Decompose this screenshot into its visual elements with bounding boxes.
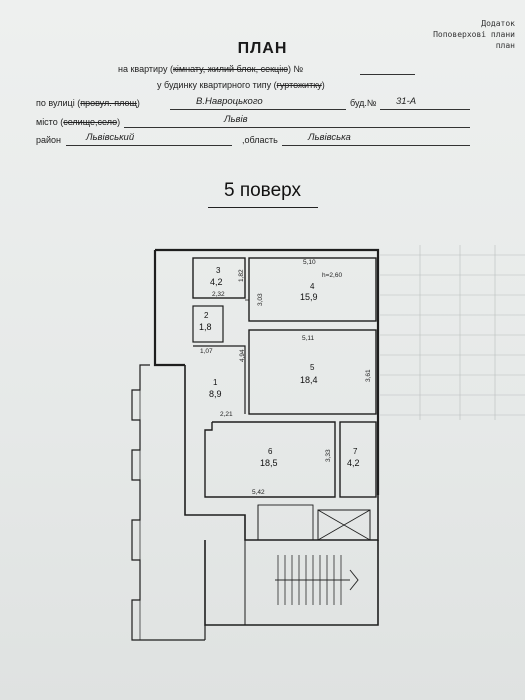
street-label-suffix: ) (136, 98, 140, 108)
city-value: Львів (224, 114, 248, 125)
header-line3: план (495, 41, 515, 50)
header-line2: Поповерхові плани (433, 30, 515, 39)
room5-number: 5 (310, 363, 315, 372)
room4-number: 4 (310, 282, 315, 291)
city-label-struck: селище,село (63, 117, 118, 127)
city-label-suffix: ) (117, 117, 121, 127)
sub1-struck: кімнату, жилий блок, секцію (172, 64, 288, 74)
dimension-labels: 5,10 h=2,60 1,82 2,32 3,03 5,11 1,07 4,9… (200, 259, 372, 496)
floor-title: 5 поверх (223, 180, 301, 201)
sub1-suffix: ) № (287, 64, 304, 74)
street-label-struck: провул. площ (80, 98, 137, 108)
sub2-prefix: у будинку квартирного типу ( (157, 80, 277, 90)
dim-107: 1,07 (200, 348, 213, 355)
room1-area: 8,9 (209, 389, 222, 399)
stairs (275, 555, 359, 605)
dim-361: 3,61 (365, 369, 372, 382)
dim-511: 5,11 (302, 335, 315, 342)
dim-303: 3,03 (257, 293, 264, 306)
city-label: місто (селище,село) (36, 117, 120, 127)
dim-182: 1,82 (238, 269, 245, 282)
building-value: 31-А (396, 96, 417, 107)
left-facade (131, 364, 206, 641)
street-line (170, 109, 346, 110)
room2-number: 2 (204, 311, 209, 320)
room5-area: 18,4 (300, 375, 318, 385)
room-labels: 3 4,2 4 15,9 2 1,8 5 18,4 1 8,9 6 18,5 7… (199, 266, 360, 468)
building-label: буд.№ (350, 98, 377, 108)
dim-221: 2,21 (220, 411, 233, 418)
building-type-line: у будинку квартирного типу (гуртожитку) (157, 80, 325, 90)
dim-height: h=2,60 (322, 272, 342, 279)
document-title: ПЛАН (237, 40, 288, 57)
dim-542: 5,42 (252, 489, 265, 496)
room6-area: 18,5 (260, 458, 278, 468)
street-label: по вулиці (провул. площ) (36, 98, 140, 108)
city-label-prefix: місто ( (36, 117, 64, 127)
oblast-line (282, 145, 470, 146)
floor-underline (208, 207, 318, 208)
room1-number: 1 (213, 378, 218, 387)
room6-number: 6 (268, 447, 273, 456)
district-value: Львівський (86, 132, 135, 143)
sub2-suffix: ) (321, 80, 325, 90)
sub2-struck: гуртожитку (276, 80, 322, 90)
sub1-prefix: на квартиру ( (118, 64, 173, 74)
apartment-number-line (360, 74, 415, 75)
oblast-value: Львівська (308, 132, 351, 143)
room3-area: 4,2 (210, 277, 223, 287)
room2-area: 1,8 (199, 322, 212, 332)
bleed-grid (380, 245, 525, 420)
district-label: район (36, 135, 62, 145)
dim-510: 5,10 (303, 259, 316, 266)
room3-number: 3 (216, 266, 221, 275)
header-line1: Додаток (481, 19, 515, 28)
room7-area: 4,2 (347, 458, 360, 468)
street-label-prefix: по вулиці ( (36, 98, 81, 108)
dim-333: 3,33 (325, 449, 332, 462)
street-value: В.Навроцького (196, 96, 263, 107)
district-line (66, 145, 232, 146)
walls (153, 248, 380, 626)
dim-494: 4,94 (239, 349, 246, 362)
corner-header: Додаток Поповерхові плани план (433, 18, 515, 51)
city-line (124, 127, 470, 128)
apartment-line: на квартиру (кімнату, жилий блок, секцію… (118, 64, 303, 74)
building-line (380, 109, 470, 110)
room4-area: 15,9 (300, 292, 318, 302)
room7-number: 7 (353, 447, 358, 456)
dim-232: 2,32 (212, 291, 225, 298)
oblast-label: ,область (242, 135, 278, 145)
